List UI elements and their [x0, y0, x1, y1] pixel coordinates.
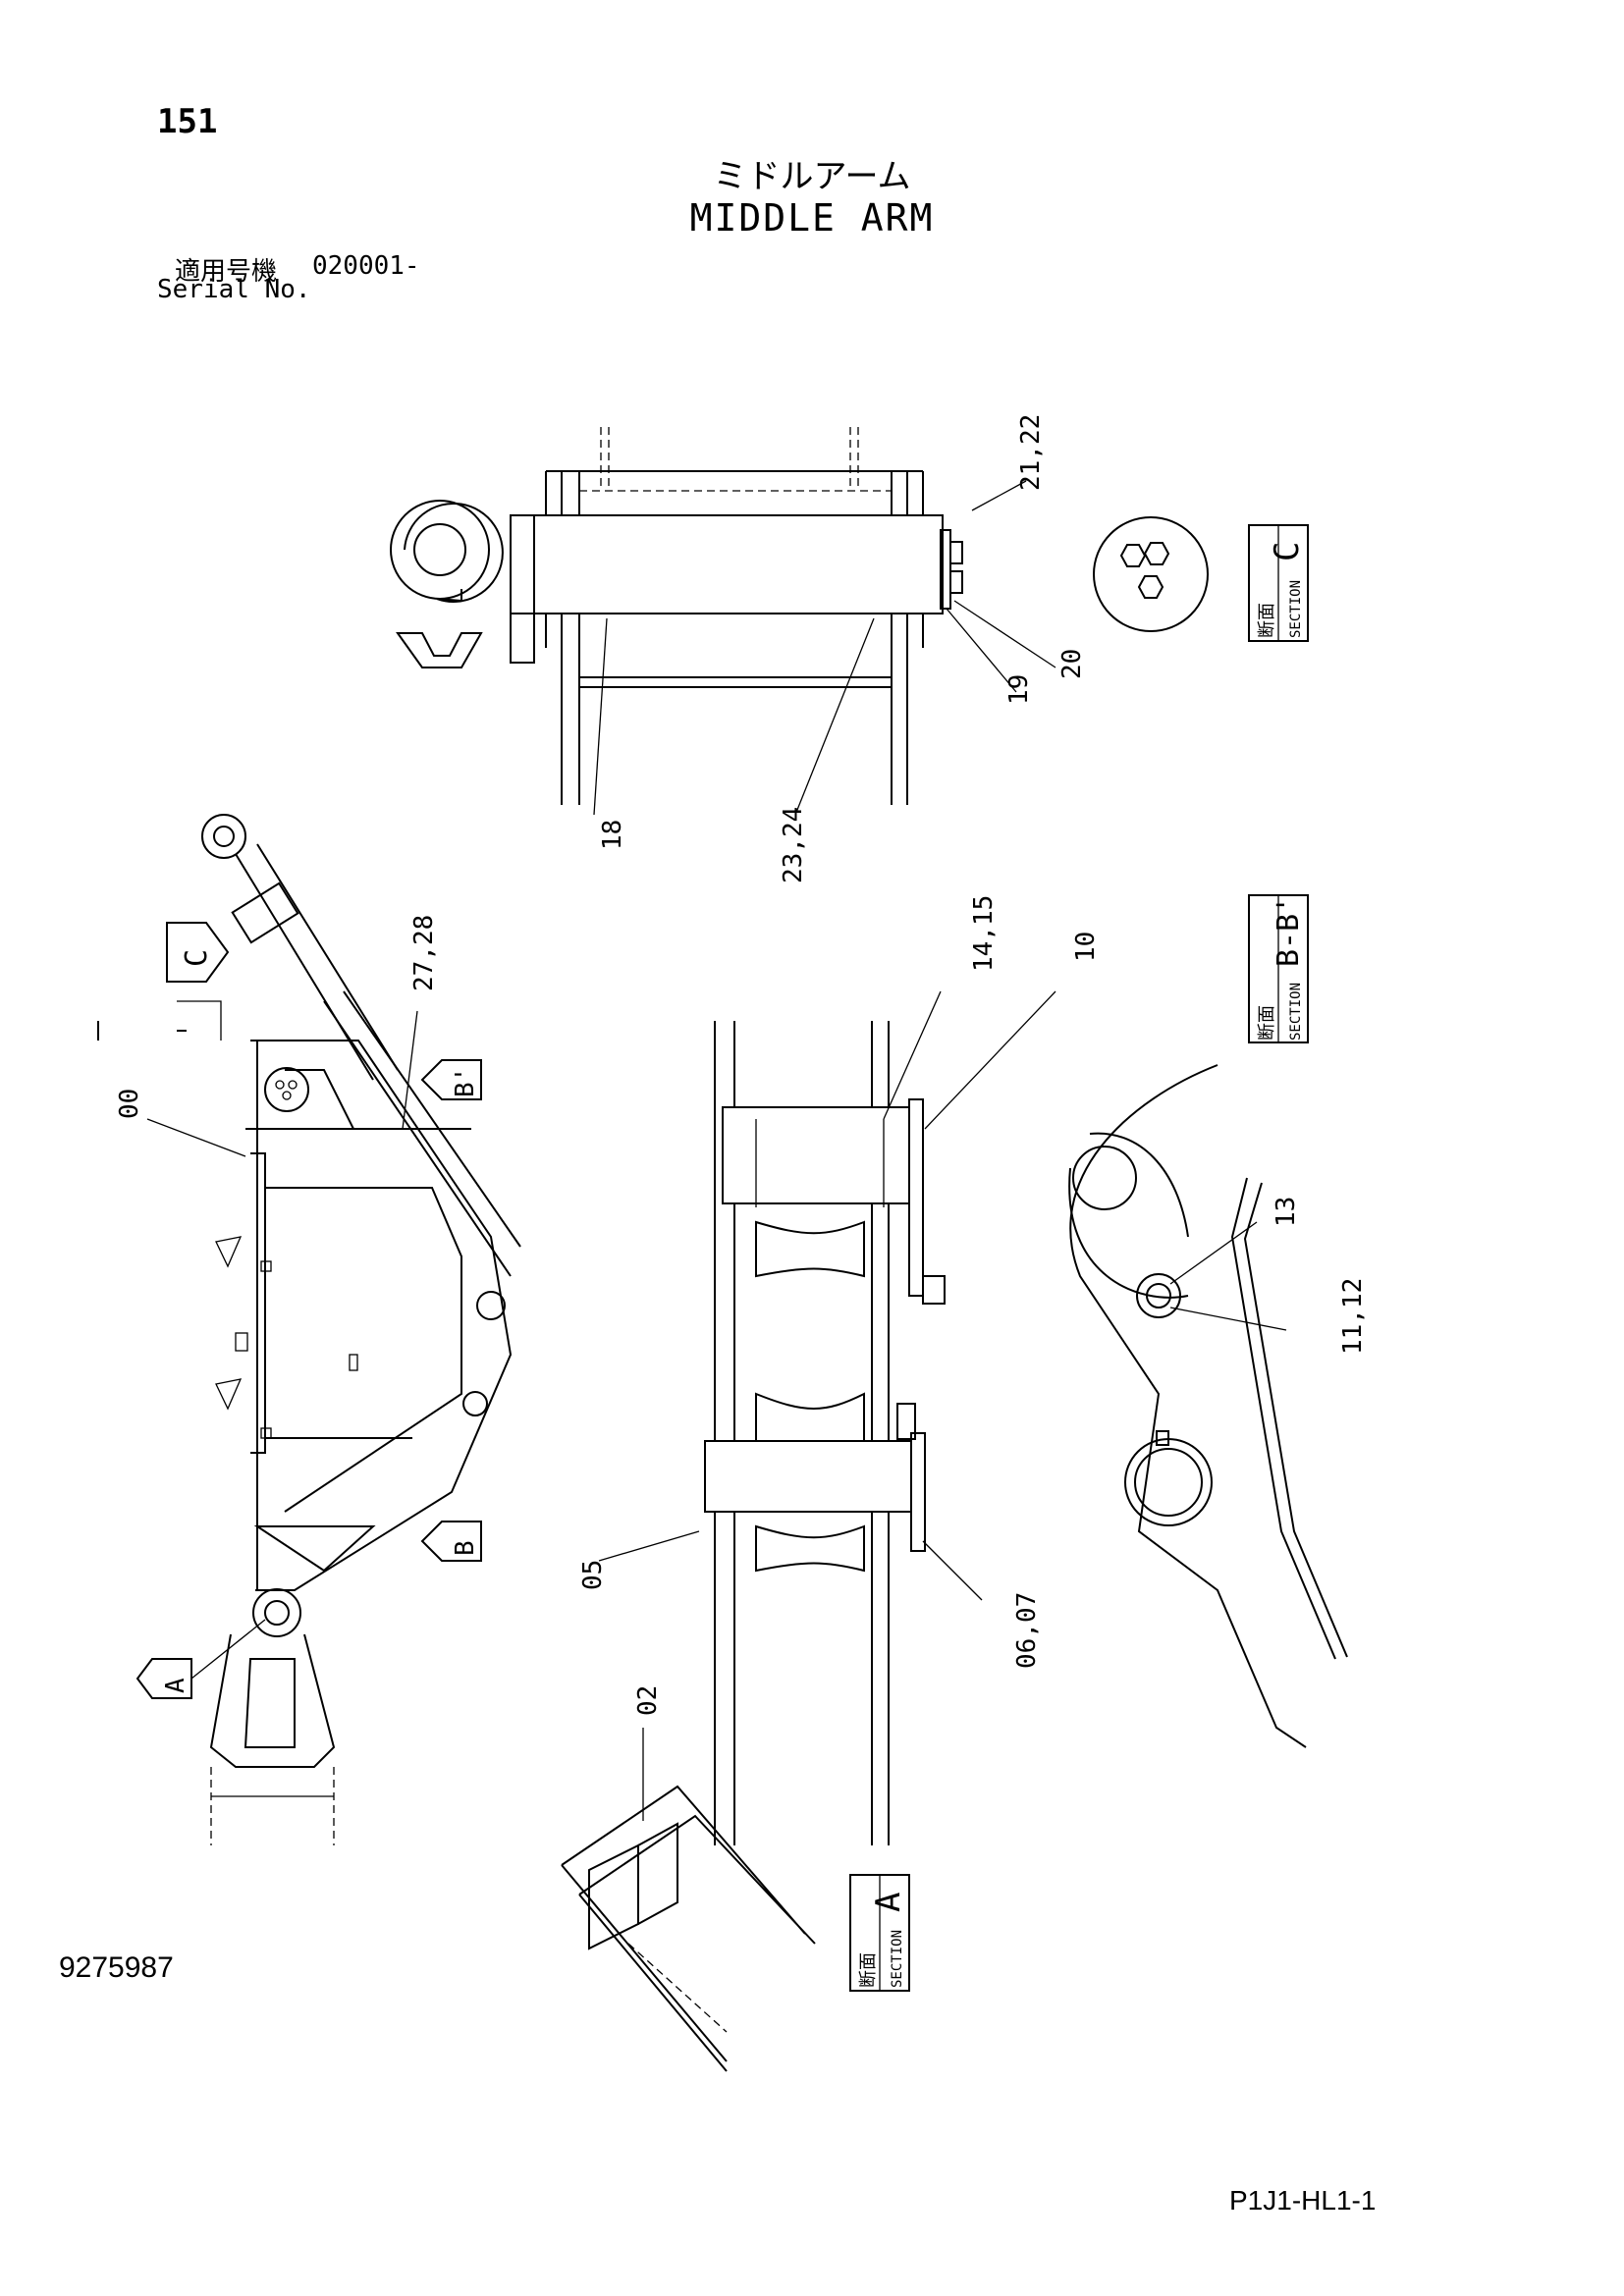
- section-arrow-a: A: [135, 1658, 192, 1699]
- serial-number-range: 020001-: [312, 251, 420, 281]
- svg-text:SECTION: SECTION: [1288, 580, 1304, 638]
- part-label-06-07: 06,07: [1012, 1592, 1042, 1669]
- svg-text:B: B: [451, 1540, 480, 1556]
- section-arrow-b-prime: B': [420, 1059, 482, 1100]
- title-japanese: ミドルアーム: [713, 157, 911, 196]
- section-title-c: 断面 SECTION C: [1248, 524, 1309, 642]
- serial-label-english: Serial No.: [157, 275, 311, 304]
- part-label-05: 05: [578, 1560, 608, 1590]
- section-title-bb: 断面 SECTION B-B': [1248, 894, 1309, 1043]
- drawing-number: 9275987: [59, 1951, 174, 1984]
- svg-text:SECTION: SECTION: [890, 1930, 905, 1988]
- svg-text:断面: 断面: [1257, 603, 1277, 638]
- part-label-27-28: 27,28: [409, 915, 439, 991]
- arm-end-detail: [390, 500, 504, 668]
- svg-text:C: C: [180, 949, 214, 967]
- page-number: 151: [157, 102, 218, 141]
- svg-text:B': B': [451, 1067, 480, 1097]
- top-pin-view: 21,22 20 19 18 23,24: [510, 414, 1087, 883]
- svg-text:B-B': B-B': [1272, 896, 1306, 967]
- part-label-23-24: 23,24: [779, 807, 808, 883]
- section-arrow-b: B: [420, 1521, 482, 1562]
- section-a-view: 02: [561, 1685, 816, 2072]
- svg-text:A: A: [869, 1893, 908, 1912]
- part-label-00: 00: [115, 1089, 144, 1119]
- part-label-13: 13: [1272, 1197, 1301, 1227]
- svg-text:SECTION: SECTION: [1288, 983, 1304, 1041]
- part-label-18: 18: [598, 820, 627, 850]
- section-title-a: 断面 SECTION A: [849, 1874, 910, 1992]
- svg-text:断面: 断面: [858, 1952, 879, 1988]
- page-code: P1J1-HL1-1: [1229, 2185, 1377, 2216]
- section-bb-view: 14,15 10 05 06,07: [578, 895, 1101, 1845]
- svg-text:A: A: [161, 1678, 190, 1693]
- section-c-detail: [1093, 516, 1209, 632]
- part-label-02: 02: [633, 1685, 663, 1716]
- svg-text:C: C: [1268, 542, 1307, 561]
- middle-arm-side-view: C B' B A 00 27,28: [97, 814, 521, 1845]
- part-label-20: 20: [1057, 649, 1087, 679]
- section-arrow-c: C: [166, 922, 230, 983]
- part-label-10: 10: [1071, 932, 1101, 962]
- part-label-21-22: 21,22: [1016, 414, 1046, 491]
- part-label-19: 19: [1004, 674, 1034, 705]
- svg-text:断面: 断面: [1257, 1005, 1277, 1041]
- part-label-11-12: 11,12: [1338, 1278, 1368, 1355]
- title-english: MIDDLE ARM: [689, 196, 935, 240]
- link-plate-detail: 13 11,12: [1068, 1064, 1368, 1748]
- serial-label-japanese: 適用号機: [175, 257, 278, 287]
- part-label-14-15: 14,15: [969, 895, 999, 972]
